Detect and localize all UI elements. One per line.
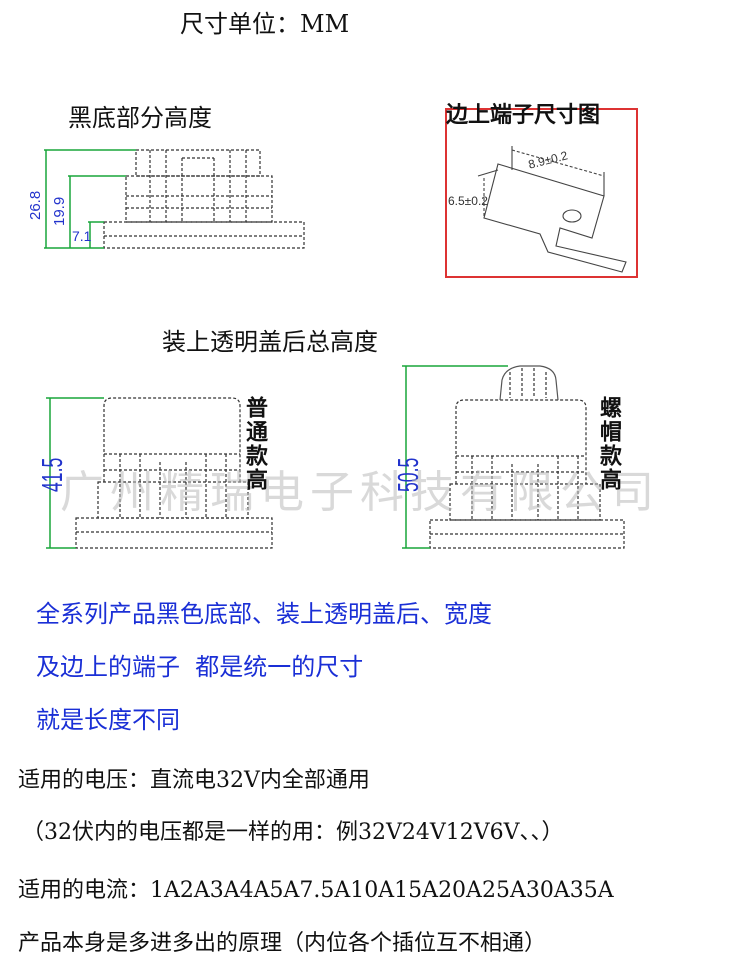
cap-height-title: 装上透明盖后总高度 (162, 328, 378, 356)
terminal-frame (445, 108, 638, 278)
dim-26-8: 26.8 (27, 191, 44, 220)
base-dimension-lines (44, 149, 136, 249)
nut-cap-label: 螺帽款高 (596, 396, 621, 492)
normal-cap-drawing (75, 397, 273, 549)
unit-title: 尺寸单位：MM (180, 10, 350, 38)
normal-cap-dimension (46, 397, 104, 549)
spec-principle: 产品本身是多进多出的原理（内位各个插位互不相通） (18, 931, 547, 956)
note-line-2: 及边上的端子 都是统一的尺寸 (36, 653, 364, 681)
normal-cap-label: 普通款高 (242, 396, 267, 492)
dim-7-1: 7.1 (72, 228, 92, 244)
base-part-drawing (103, 149, 305, 249)
note-line-1: 全系列产品黑色底部、装上透明盖后、宽度 (36, 600, 492, 628)
normal-cap-height: 41.5 (38, 458, 69, 492)
spec-voltage: 适用的电压：直流电32V内全部通用 (18, 768, 370, 793)
watermark: 广州精瑞电子科技有限公司 (60, 468, 660, 517)
spec-current: 适用的电流：1A2A3A4A5A7.5A10A15A20A25A30A35A (18, 878, 614, 903)
dim-19-9: 19.9 (51, 197, 68, 226)
note-line-3: 就是长度不同 (36, 706, 180, 734)
terminal-height-label: 6.5±0.2 (448, 194, 488, 208)
nut-cap-dimension (402, 365, 508, 549)
terminal-title: 边上端子尺寸图 (446, 103, 601, 128)
nut-cap-height: 50.5 (394, 458, 425, 492)
spec-voltage-note: （32伏内的电压都是一样的用：例32V24V12V6V、、） (22, 820, 564, 845)
base-height-title: 黑底部分高度 (68, 104, 212, 132)
terminal-drawing (477, 146, 627, 273)
nut-cap-drawing (429, 365, 625, 549)
